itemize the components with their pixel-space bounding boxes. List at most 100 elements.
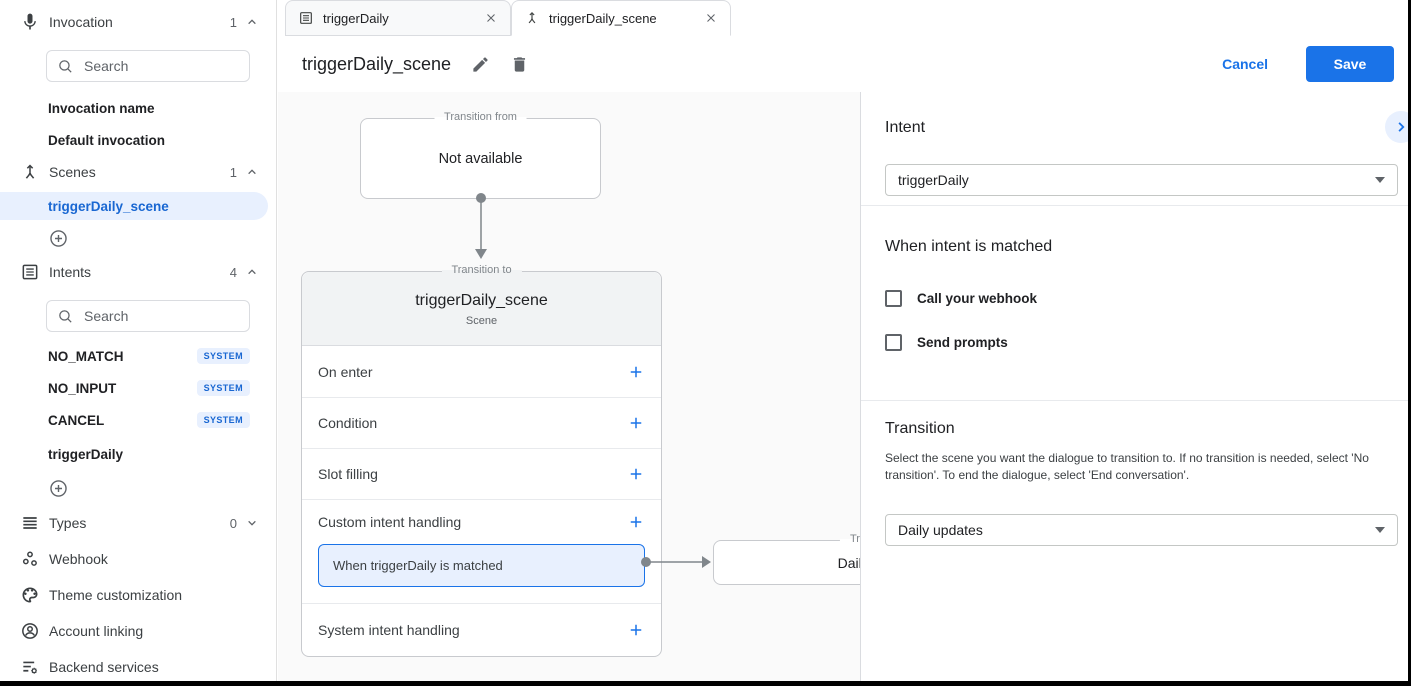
panel-heading-when-matched: When intent is matched xyxy=(885,238,1053,255)
account-icon xyxy=(22,623,38,639)
search-placeholder: Search xyxy=(84,58,129,74)
call-webhook-checkbox-row[interactable]: Call your webhook xyxy=(885,290,1037,307)
link-label: Webhook xyxy=(49,551,108,567)
section-count: 0 xyxy=(229,515,237,531)
tab-triggerdaily[interactable]: triggerDaily xyxy=(285,0,511,36)
scenes-icon xyxy=(25,164,35,179)
sidebar-item-webhook[interactable]: Webhook xyxy=(0,547,276,571)
save-button[interactable]: Save xyxy=(1306,46,1394,82)
transition-target-content: Daily updates xyxy=(837,554,860,571)
link-label: Backend services xyxy=(49,659,159,675)
transition-from-content: Not available xyxy=(438,150,523,167)
delete-icon[interactable] xyxy=(510,55,529,74)
intent-select-value: triggerDaily xyxy=(898,172,969,188)
transition-description: Select the scene you want the dialogue t… xyxy=(885,451,1369,482)
add-icon[interactable] xyxy=(627,414,645,432)
section-count: 1 xyxy=(229,164,237,180)
chevron-up-icon[interactable] xyxy=(244,14,260,30)
scene-card: Transition to triggerDaily_scene Scene O… xyxy=(301,264,662,657)
intent-name: triggerDaily xyxy=(48,446,124,462)
intent-name: CANCEL xyxy=(48,412,105,428)
sidebar-item-account-linking[interactable]: Account linking xyxy=(0,619,276,643)
system-badge: SYSTEM xyxy=(196,412,250,428)
close-icon[interactable] xyxy=(484,11,498,25)
section-label: Intents xyxy=(49,264,92,280)
scene-row-system-intent-handling[interactable]: System intent handling xyxy=(302,603,661,656)
search-icon xyxy=(59,309,72,323)
checkbox-unchecked[interactable] xyxy=(885,290,902,307)
search-placeholder: Search xyxy=(84,308,129,324)
add-scene-button[interactable] xyxy=(0,227,276,249)
add-icon[interactable] xyxy=(627,513,645,531)
sidebar-item-cancel-intent[interactable]: CANCEL SYSTEM xyxy=(0,408,276,432)
intent-editor-panel: Intent triggerDaily When intent is match… xyxy=(860,92,1408,681)
chevron-down-icon[interactable] xyxy=(244,515,260,531)
section-count: 4 xyxy=(229,264,237,280)
sidebar-item-backend-services[interactable]: Backend services xyxy=(0,655,276,679)
collapse-panel-button[interactable] xyxy=(1385,111,1408,143)
send-prompts-checkbox-row[interactable]: Send prompts xyxy=(885,334,1008,351)
tab-triggerdaily-scene[interactable]: triggerDaily_scene xyxy=(511,0,731,36)
chevron-up-icon[interactable] xyxy=(244,164,260,180)
transition-select[interactable]: Daily updates xyxy=(885,514,1398,546)
sidebar-item-default-invocation[interactable]: Default invocation xyxy=(48,132,166,148)
sidebar: Invocation 1 Search Invocation name Defa… xyxy=(0,0,277,681)
intents-search-input[interactable]: Search xyxy=(46,300,250,332)
microphone-icon xyxy=(24,13,36,30)
types-icon xyxy=(23,517,37,529)
scene-section-custom-intent: Custom intent handling When triggerDaily… xyxy=(302,499,661,587)
scene-canvas: Transition from Not available Transition… xyxy=(278,92,860,681)
sidebar-item-triggerdaily-intent[interactable]: triggerDaily xyxy=(0,442,276,466)
intents-icon xyxy=(22,264,38,280)
link-label: Account linking xyxy=(49,623,144,639)
sidebar-item-triggerdaily-scene-selected[interactable]: triggerDaily_scene xyxy=(0,192,268,220)
backend-services-icon xyxy=(23,661,37,674)
section-label: Types xyxy=(49,515,87,531)
invocation-search-input[interactable]: Search xyxy=(46,50,250,82)
row-label: Condition xyxy=(318,415,378,431)
sidebar-section-types[interactable]: Types 0 xyxy=(0,511,276,535)
add-circle-icon xyxy=(50,229,67,247)
link-label: Theme customization xyxy=(49,587,183,603)
card-legend: Transition from xyxy=(434,111,527,123)
panel-heading-intent: Intent xyxy=(885,119,926,136)
row-label: System intent handling xyxy=(318,622,460,638)
sidebar-section-intents[interactable]: Intents 4 xyxy=(0,260,276,284)
checkbox-unchecked[interactable] xyxy=(885,334,902,351)
card-legend: Transition to xyxy=(441,264,522,276)
cancel-button[interactable]: Cancel xyxy=(1222,56,1268,72)
close-icon[interactable] xyxy=(704,11,718,25)
scene-row-slot-filling[interactable]: Slot filling xyxy=(302,448,661,499)
add-circle-icon xyxy=(50,479,67,497)
sidebar-section-invocation[interactable]: Invocation 1 xyxy=(0,10,276,34)
tab-label: triggerDaily xyxy=(323,10,389,26)
add-intent-button[interactable] xyxy=(0,477,276,499)
add-icon[interactable] xyxy=(627,363,645,381)
edit-icon[interactable] xyxy=(471,55,490,74)
intent-name: NO_MATCH xyxy=(48,348,124,364)
scene-row-condition[interactable]: Condition xyxy=(302,397,661,448)
transition-select-value: Daily updates xyxy=(898,522,983,538)
intent-select[interactable]: triggerDaily xyxy=(885,164,1398,196)
intent-handler-card[interactable]: When triggerDaily is matched xyxy=(318,544,645,587)
chevron-right-icon xyxy=(1398,122,1405,132)
sidebar-item-no-input[interactable]: NO_INPUT SYSTEM xyxy=(0,376,276,400)
dropdown-caret-icon xyxy=(1375,527,1385,533)
search-icon xyxy=(59,59,72,73)
add-icon[interactable] xyxy=(627,465,645,483)
scene-row-custom-intent-handling[interactable]: Custom intent handling xyxy=(302,500,661,544)
sidebar-item-theme-customization[interactable]: Theme customization xyxy=(0,583,276,607)
checkbox-label: Call your webhook xyxy=(917,291,1038,306)
panel-divider xyxy=(861,400,1408,401)
sidebar-section-scenes[interactable]: Scenes 1 xyxy=(0,160,276,184)
scene-row-on-enter[interactable]: On enter xyxy=(302,346,661,397)
transition-from-card: Transition from Not available xyxy=(360,111,601,199)
chevron-up-icon[interactable] xyxy=(244,264,260,280)
add-icon[interactable] xyxy=(627,621,645,639)
section-count: 1 xyxy=(229,14,237,30)
sidebar-item-invocation-name[interactable]: Invocation name xyxy=(48,100,155,116)
transition-target-card[interactable]: Transition to Daily updates xyxy=(713,533,860,585)
sidebar-item-no-match[interactable]: NO_MATCH SYSTEM xyxy=(0,344,276,368)
system-badge: SYSTEM xyxy=(196,380,250,396)
